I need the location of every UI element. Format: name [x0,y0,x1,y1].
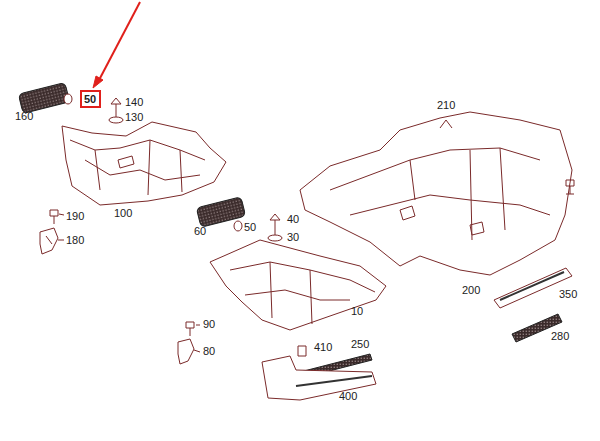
callout-number: 40 [287,213,299,226]
callout-number: 180 [66,234,84,247]
callout-number: 80 [203,345,215,358]
callout-number: 50 [84,93,97,105]
callout-number: 280 [551,330,569,343]
callout-number: 100 [114,207,132,220]
callout-number: 350 [559,288,577,301]
callout-number: 400 [339,390,357,403]
callout-number: 210 [437,99,455,112]
callout-number: 200 [462,284,480,297]
callout-number: 60 [194,225,206,238]
callout-number: 30 [287,231,299,244]
callout-number: 410 [314,341,332,354]
callout-number: 190 [66,210,84,223]
callout-number: 140 [125,96,143,109]
highlight-box: 50 [80,90,101,108]
callout-number: 160 [15,110,33,123]
callout-number: 250 [351,338,369,351]
callout-number: 50 [244,221,256,234]
callout-number: 130 [125,111,143,124]
callout-number: 90 [203,318,215,331]
callout-number: 10 [351,305,363,318]
